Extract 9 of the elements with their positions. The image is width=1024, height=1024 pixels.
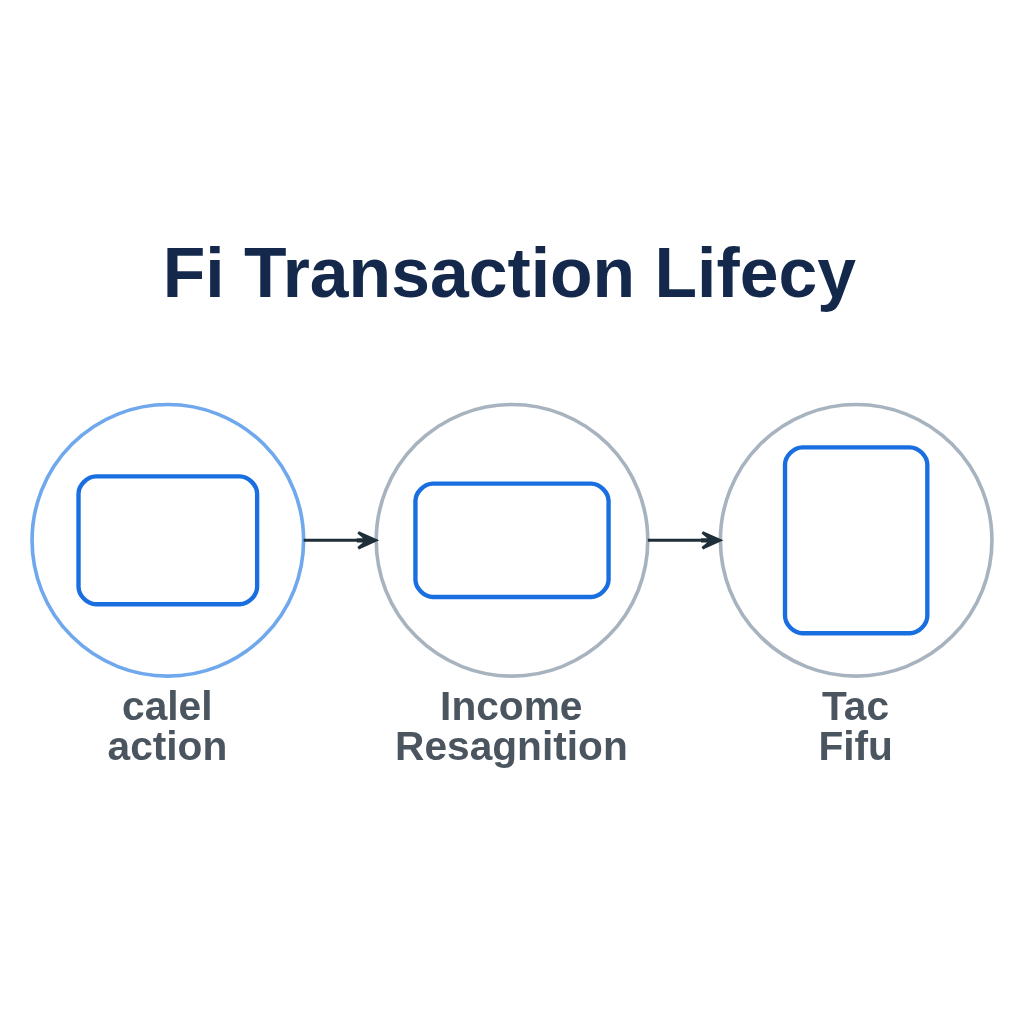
node-circle bbox=[718, 402, 994, 678]
node-label: Tac Fifu bbox=[818, 682, 893, 770]
node-label: calel action bbox=[107, 682, 228, 770]
node-circle bbox=[30, 402, 306, 678]
node-circle bbox=[374, 402, 650, 678]
arrow bbox=[303, 531, 378, 550]
diagram-title: Fi Transaction Lifecy bbox=[162, 233, 856, 312]
arrow bbox=[647, 531, 722, 550]
node-label: Income Resagnition bbox=[395, 682, 628, 770]
